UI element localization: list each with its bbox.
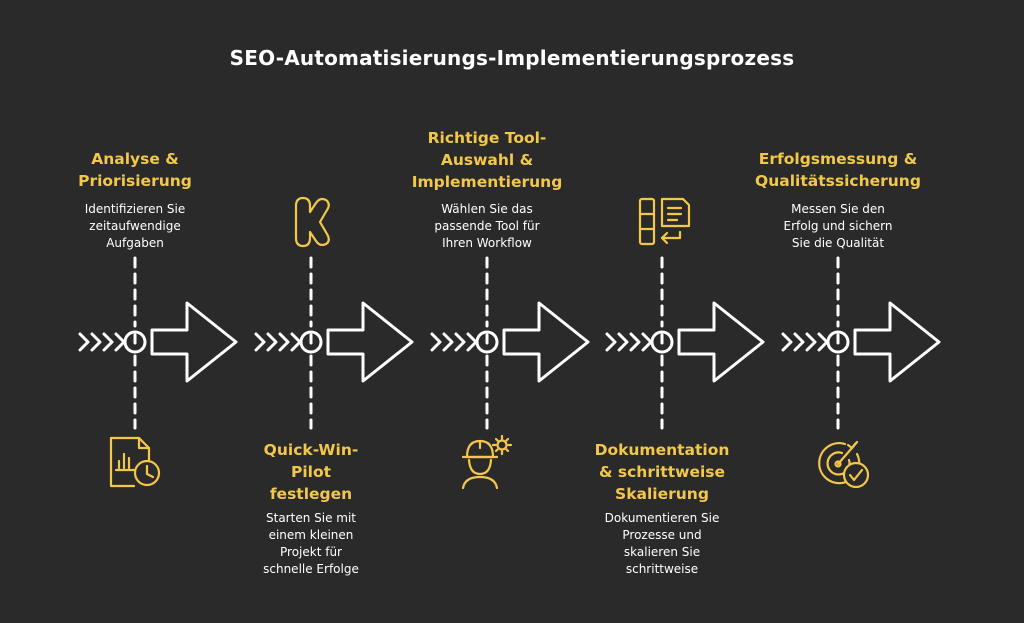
step-3-title-line: Implementierung — [411, 173, 563, 191]
document-chart-clock-icon — [109, 436, 161, 488]
arrow-icon — [150, 301, 238, 383]
step-5-title: Erfolgsmessung & Qualitätssicherung — [743, 148, 933, 192]
k-logo-icon — [294, 196, 330, 248]
step-4-desc-line: skalieren Sie — [623, 545, 701, 559]
step-1-title-line: Analyse & — [91, 150, 179, 168]
step-3-description: Wählen Sie das passende Tool für Ihren W… — [402, 201, 572, 252]
step-4-title-line: Skalierung — [615, 485, 709, 503]
step-3-title: Richtige Tool- Auswahl & Implementierung — [392, 127, 582, 193]
step-4-description: Dokumentieren Sie Prozesse und skalieren… — [577, 510, 747, 578]
step-2-title-line: Pilot — [290, 463, 332, 481]
step-1-desc-line: Identifizieren Sie — [84, 202, 186, 216]
step-4-desc-line: Prozesse und — [622, 528, 702, 542]
step-1-title: Analyse & Priorisierung — [40, 148, 230, 192]
step-5-title-line: Erfolgsmessung & — [758, 150, 918, 168]
step-2-desc-line: einem kleinen — [268, 528, 354, 542]
arrow-icon — [502, 301, 590, 383]
step-5-title-line: Qualitätssicherung — [755, 172, 921, 190]
step-2-desc-line: Projekt für — [280, 545, 342, 559]
chevrons-icon — [430, 332, 478, 352]
arrow-icon — [326, 301, 414, 383]
document-stack-icon — [638, 197, 691, 246]
arrow-icon — [677, 301, 765, 383]
chevrons-icon — [781, 332, 829, 352]
step-2-title-line: festlegen — [269, 485, 353, 503]
step-5-description: Messen Sie den Erfolg und sichern Sie di… — [753, 201, 923, 252]
timeline-node — [299, 330, 323, 354]
step-5-desc-line: Sie die Qualität — [791, 236, 885, 250]
step-3-desc-line: Ihren Workflow — [442, 236, 532, 250]
step-2-desc-line: schnelle Erfolge — [263, 562, 359, 576]
step-5-desc-line: Erfolg und sichern — [783, 219, 893, 233]
step-3-desc-line: passende Tool für — [434, 219, 540, 233]
step-2-description: Starten Sie mit einem kleinen Projekt fü… — [226, 510, 396, 578]
timeline-node — [650, 330, 674, 354]
diagram-title: SEO-Automatisierungs-Implementierungspro… — [229, 46, 795, 70]
step-2-title-line: Quick-Win- — [263, 441, 359, 459]
step-2-title: Quick-Win- Pilot festlegen — [216, 439, 406, 505]
step-1-title-line: Priorisierung — [78, 172, 192, 190]
step-3-title-line: Auswahl & — [440, 151, 534, 169]
step-4-title-line: Dokumentation — [594, 441, 730, 459]
timeline-node — [826, 330, 850, 354]
step-1-desc-line: zeitaufwendige — [89, 219, 181, 233]
step-4-title-line: & schrittweise — [598, 463, 726, 481]
worker-gear-icon — [461, 434, 513, 490]
target-check-icon — [818, 440, 870, 489]
chevrons-icon — [254, 332, 302, 352]
step-5-desc-line: Messen Sie den — [791, 202, 885, 216]
chevrons-icon — [78, 332, 126, 352]
timeline-node — [475, 330, 499, 354]
step-4-desc-line: Dokumentieren Sie — [604, 511, 720, 525]
step-1-desc-line: Aufgaben — [106, 236, 164, 250]
step-4-title: Dokumentation & schrittweise Skalierung — [567, 439, 757, 505]
step-4-desc-line: schrittweise — [625, 562, 699, 576]
step-2-desc-line: Starten Sie mit — [266, 511, 356, 525]
step-3-title-line: Richtige Tool- — [427, 129, 547, 147]
step-1-description: Identifizieren Sie zeitaufwendige Aufgab… — [50, 201, 220, 252]
timeline-node — [123, 330, 147, 354]
chevrons-icon — [605, 332, 653, 352]
step-3-desc-line: Wählen Sie das — [441, 202, 533, 216]
arrow-icon — [853, 301, 941, 383]
